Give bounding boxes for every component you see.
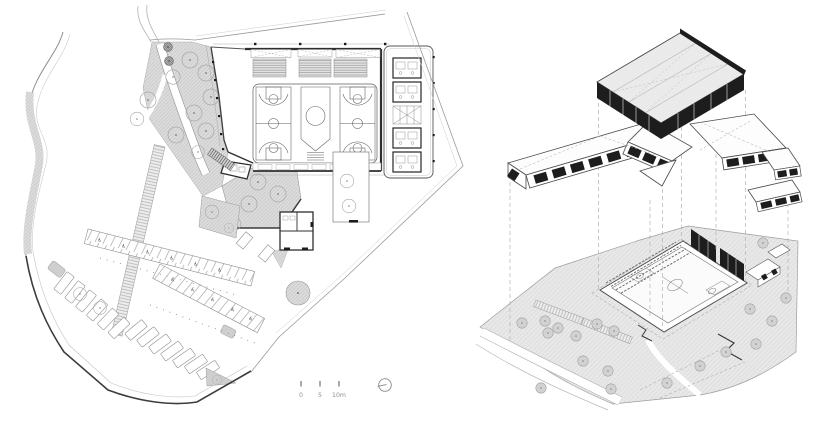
sanitary-blocks (392, 57, 422, 173)
sports-hall (205, 42, 389, 176)
roof-layer (596, 28, 746, 139)
wheelchair-icon: ♿ (217, 267, 223, 274)
basketball-courts (252, 83, 378, 164)
changing-rooms-wing (383, 45, 435, 179)
wheelchair-icon: ♿ (169, 276, 176, 283)
scale-label-5: 5 (318, 392, 322, 399)
iso-dark-walls (691, 229, 744, 281)
scale-label-10m: 10m (332, 392, 346, 399)
court-centre (300, 86, 331, 161)
wheelchair-icon: ♿ (247, 315, 254, 322)
parking-row-b (152, 263, 266, 334)
wheelchair-icon: ♿ (145, 249, 151, 256)
wheelchair-icon: ♿ (209, 296, 216, 303)
iso-hall-floor (599, 229, 791, 333)
park-area (129, 41, 229, 197)
site-boundary (25, 9, 464, 405)
parking-row-south (124, 319, 220, 381)
wheelchair-icon: ♿ (189, 286, 196, 293)
iso-bleachers (605, 241, 692, 294)
site-boundary-west (23, 4, 160, 257)
basketball-court-left (255, 86, 292, 161)
roof-edge-band (680, 28, 746, 75)
roof-fascia-southwest (597, 82, 661, 139)
annex-building (279, 211, 314, 251)
accessible-parking-symbols: ♿ ♿ ♿ ♿ ♿ ♿ ♿ ♿ ♿ ♿ ♿ (97, 237, 254, 323)
tree-icon (164, 56, 174, 66)
parking-row-a (83, 228, 256, 287)
scale-bar: 0 5 10m (299, 381, 346, 399)
southeast-yard (332, 151, 370, 223)
iso-site-plane (475, 225, 799, 411)
scale-label-0: 0 (299, 392, 303, 399)
entry-ramp (207, 147, 236, 171)
stair-core (392, 105, 422, 125)
north-arrow-icon (377, 378, 392, 392)
wheelchair-icon: ♿ (229, 306, 236, 313)
walkway-steps (235, 231, 276, 263)
tree-icon (163, 42, 173, 52)
exploded-axonometric-panel (475, 28, 803, 411)
bleachers (252, 58, 368, 78)
wheelchair-icon: ♿ (97, 237, 103, 244)
wheelchair-icon: ♿ (121, 243, 127, 250)
parking-lot: ♿ ♿ ♿ ♿ ♿ ♿ ♿ ♿ ♿ ♿ ♿ (47, 228, 311, 387)
canopy-layer (507, 113, 803, 213)
hall-west-facade (210, 46, 229, 153)
wheelchair-icon: ♿ (193, 261, 199, 268)
roof-fascia-southeast (661, 74, 744, 139)
roof-braces (250, 49, 381, 58)
wheelchair-icon: ♿ (169, 255, 175, 262)
site-plan-panel: ♿ ♿ ♿ ♿ ♿ ♿ ♿ ♿ ♿ ♿ ♿ (23, 4, 464, 405)
iso-annex-boxes (745, 243, 791, 288)
